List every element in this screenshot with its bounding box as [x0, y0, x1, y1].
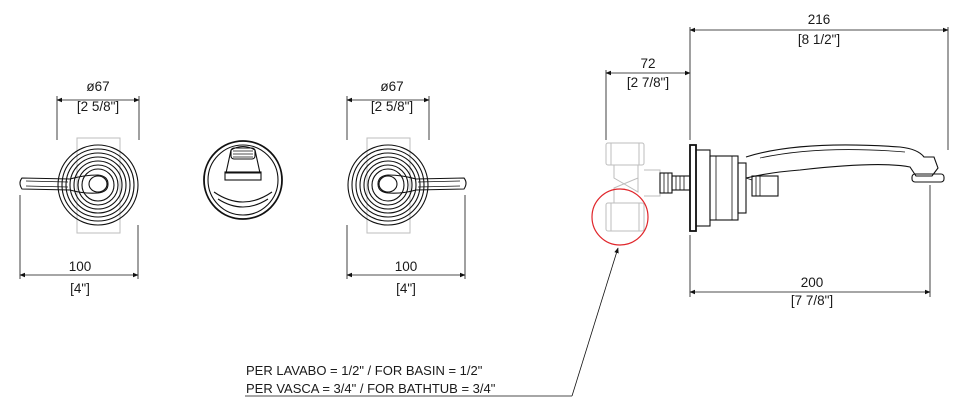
- left-lever: [19, 174, 109, 194]
- right-lever: [377, 174, 467, 194]
- connection-highlight-circle: [591, 188, 649, 246]
- spout-reach-in: [7 7/8"]: [791, 293, 833, 308]
- left-width-in: [4"]: [70, 281, 90, 296]
- right-escutcheon-outer: [347, 144, 429, 226]
- left-hidden-backplate: [76, 137, 121, 234]
- valve-body: [605, 142, 691, 232]
- note-line-1: PER LAVABO = 1/2" / FOR BASIN = 1/2": [246, 363, 483, 378]
- wall-plate: [689, 144, 697, 232]
- leader-line: [571, 247, 619, 397]
- left-width-mm: 100: [69, 259, 92, 274]
- note-line-2: PER VASCA = 3/4" / FOR BATHTUB = 3/4": [246, 381, 496, 396]
- spout-total-in: [8 1/2"]: [798, 32, 840, 47]
- right-hidden-backplate: [366, 137, 411, 234]
- left-escutcheon-outer: [57, 144, 139, 226]
- spout-reach-mm: 200: [801, 275, 824, 290]
- right-dia-mm: ø67: [380, 79, 403, 94]
- valve-offset-in: [2 7/8"]: [627, 75, 669, 90]
- spout-side-view: 72 [2 7/8"] 216 [8 1/2"] 200 [7 7/8"]: [591, 12, 949, 308]
- center-handle-side-view: [203, 140, 283, 220]
- right-width-mm: 100: [395, 259, 418, 274]
- right-handle-view: ø67 [2 5/8"] 100 [4"]: [346, 79, 467, 296]
- aerator: [911, 173, 945, 183]
- left-handle-view: ø67 [2 5/8"] 100 [4"]: [19, 79, 140, 296]
- diverter-knob: [751, 175, 779, 197]
- left-dia-in: [2 5/8"]: [77, 99, 119, 114]
- spout-body: [745, 144, 939, 179]
- right-dia-in: [2 5/8"]: [371, 99, 413, 114]
- connection-note: PER LAVABO = 1/2" / FOR BASIN = 1/2" PER…: [245, 247, 619, 397]
- right-width-in: [4"]: [396, 281, 416, 296]
- valve-offset-mm: 72: [640, 56, 655, 71]
- center-escutcheon: [203, 140, 283, 220]
- left-dia-mm: ø67: [86, 79, 109, 94]
- spout-total-mm: 216: [808, 12, 831, 27]
